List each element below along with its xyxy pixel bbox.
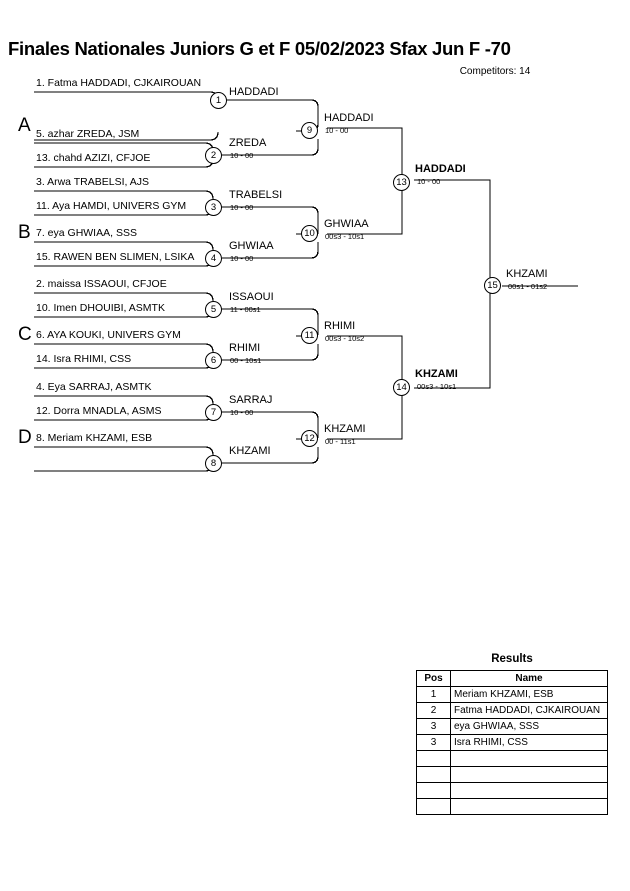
match-winner-14: KHZAMI xyxy=(415,368,458,380)
match-number-15[interactable]: 15 xyxy=(484,277,501,294)
result-name: eya GHWIAA, SSS xyxy=(450,718,608,735)
match-score-3: 10 - 00 xyxy=(230,203,254,212)
match-score-2: 10 - 00 xyxy=(230,151,254,160)
entrant-14: 12. Dorra MNADLA, ASMS xyxy=(36,405,162,417)
match-number-12[interactable]: 12 xyxy=(301,430,318,447)
entrant-4: 13. chahd AZIZI, CFJOE xyxy=(36,152,151,164)
result-name: Fatma HADDADI, CJKAIROUAN xyxy=(450,702,608,719)
entrant-10: 10. Imen DHOUIBI, ASMTK xyxy=(36,302,165,314)
competitors-count: Competitors: 14 xyxy=(459,66,531,77)
entrant-5: 3. Arwa TRABELSI, AJS xyxy=(36,176,150,188)
result-position xyxy=(416,766,451,783)
match-score-15: 00s1 - 01s2 xyxy=(508,282,548,291)
page-title: Finales Nationales Juniors G et F 05/02/… xyxy=(8,38,511,59)
match-score-14: 00s3 - 10s1 xyxy=(417,382,457,391)
results-title: Results xyxy=(491,653,533,665)
match-number-8[interactable]: 8 xyxy=(205,455,222,472)
match-winner-3: TRABELSI xyxy=(229,189,283,201)
entrant-9: 2. maissa ISSAOUI, CFJOE xyxy=(36,278,167,290)
match-score-6: 00 - 10s1 xyxy=(230,356,262,365)
match-score-4: 10 - 00 xyxy=(230,254,254,263)
match-number-4[interactable]: 4 xyxy=(205,250,222,267)
result-name: Meriam KHZAMI, ESB xyxy=(450,686,608,703)
pool-letter-d: D xyxy=(18,427,32,448)
match-number-3[interactable]: 3 xyxy=(205,199,222,216)
match-winner-9: HADDADI xyxy=(324,112,374,124)
table-row xyxy=(416,766,608,783)
match-winner-6: RHIMI xyxy=(229,342,261,354)
match-winner-1: HADDADI xyxy=(229,86,279,98)
result-name xyxy=(450,750,608,767)
match-number-10[interactable]: 10 xyxy=(301,225,318,242)
match-number-9[interactable]: 9 xyxy=(301,122,318,139)
match-winner-11: RHIMI xyxy=(324,320,356,332)
match-number-11[interactable]: 11 xyxy=(301,327,318,344)
match-winner-12: KHZAMI xyxy=(324,423,366,435)
match-number-7[interactable]: 7 xyxy=(205,404,222,421)
match-winner-5: ISSAOUI xyxy=(229,291,274,303)
result-name xyxy=(450,798,608,815)
result-name xyxy=(450,782,608,799)
entrant-15: 8. Meriam KHZAMI, ESB xyxy=(36,432,153,444)
table-row xyxy=(416,750,608,767)
match-winner-8: KHZAMI xyxy=(229,445,271,457)
match-winner-7: SARRAJ xyxy=(229,394,273,406)
match-winner-13: HADDADI xyxy=(415,163,466,175)
result-position: 1 xyxy=(416,686,451,703)
entrant-6: 11. Aya HAMDI, UNIVERS GYM xyxy=(36,200,187,212)
entrant-13: 4. Eya SARRAJ, ASMTK xyxy=(36,381,152,393)
pool-letter-b: B xyxy=(18,222,31,243)
column-header-name: Name xyxy=(450,670,608,687)
match-number-6[interactable]: 6 xyxy=(205,352,222,369)
results-header-row: Pos Name xyxy=(416,670,608,687)
table-row xyxy=(416,798,608,815)
result-position: 3 xyxy=(416,734,451,751)
entrant-11: 6. AYA KOUKI, UNIVERS GYM xyxy=(36,329,181,341)
tournament-bracket: A B C D 1. Fatma HADDADI, CJKAIROUAN 5. … xyxy=(18,77,578,472)
entrant-3: 5. azhar ZREDA, JSM xyxy=(36,128,140,140)
match-number-14[interactable]: 14 xyxy=(393,379,410,396)
pool-letter-c: C xyxy=(18,324,32,345)
match-number-13[interactable]: 13 xyxy=(393,174,410,191)
result-position xyxy=(416,750,451,767)
match-number-2[interactable]: 2 xyxy=(205,147,222,164)
match-number-1[interactable]: 1 xyxy=(210,92,227,109)
result-name xyxy=(450,766,608,783)
entrant-8: 15. RAWEN BEN SLIMEN, LSIKA xyxy=(36,251,195,263)
match-score-13: 10 - 00 xyxy=(417,177,441,186)
result-name: Isra RHIMI, CSS xyxy=(450,734,608,751)
entrant-1: 1. Fatma HADDADI, CJKAIROUAN xyxy=(36,77,202,89)
result-position: 3 xyxy=(416,718,451,735)
match-score-5: 11 - 00s1 xyxy=(230,305,261,314)
entrant-12: 14. Isra RHIMI, CSS xyxy=(36,353,132,365)
bracket-header: Finales Nationales Juniors G et F 05/02/… xyxy=(0,0,630,77)
match-winner-4: GHWIAA xyxy=(229,240,274,252)
column-header-pos: Pos xyxy=(416,670,451,687)
match-score-9: 10 - 00 xyxy=(325,126,349,135)
match-winner-15: KHZAMI xyxy=(506,268,548,280)
match-score-7: 10 - 00 xyxy=(230,408,254,417)
match-score-10: 00s3 - 10s1 xyxy=(325,232,365,241)
result-position xyxy=(416,782,451,799)
match-number-5[interactable]: 5 xyxy=(205,301,222,318)
match-score-12: 00 - 11s1 xyxy=(325,437,356,446)
match-winner-10: GHWIAA xyxy=(324,218,369,230)
pool-letter-a: A xyxy=(18,115,31,136)
entrant-7: 7. eya GHWIAA, SSS xyxy=(36,227,137,239)
match-winner-2: ZREDA xyxy=(229,137,267,149)
result-position xyxy=(416,798,451,815)
result-position: 2 xyxy=(416,702,451,719)
match-score-11: 00s3 - 10s2 xyxy=(325,334,365,343)
table-row xyxy=(416,782,608,799)
